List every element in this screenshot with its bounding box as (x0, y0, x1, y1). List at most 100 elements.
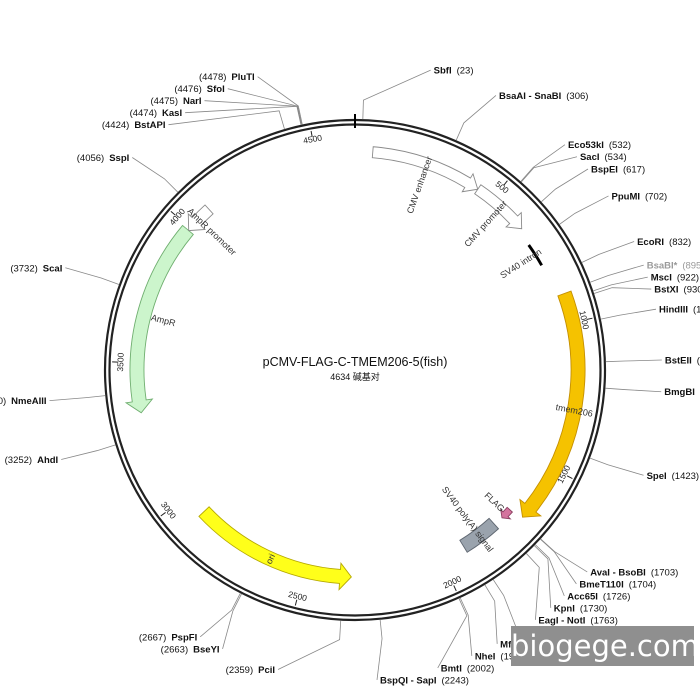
site-position: (4424) (102, 120, 129, 131)
site-leader-line (484, 584, 498, 644)
ruler-tick-label: 500 (494, 179, 512, 196)
site-name: EagI - NotI (538, 615, 585, 626)
site-position: (930) (684, 285, 700, 296)
site-position: (23) (457, 66, 474, 77)
ruler-tick (294, 599, 298, 606)
site-leader-line (605, 387, 662, 393)
site-pluti: (4478)PluTI (199, 72, 255, 83)
site-leader-line (526, 553, 540, 620)
site-name: PspFI (171, 632, 197, 643)
site-leader-line (277, 620, 342, 670)
site-bstapi: (4424)BstAPI (102, 120, 166, 131)
site-position: (306) (566, 91, 588, 102)
feature-cmv-promoter (474, 184, 523, 230)
site-leader-line (600, 308, 657, 320)
site-leader-line (204, 100, 302, 125)
ruler-tick (310, 130, 313, 137)
site-name: BsaAI - SnaBI (499, 91, 561, 102)
site-nmeaiii: (3400)NmeAIII (0, 396, 47, 407)
site-leader-line (437, 598, 468, 669)
site-position: (2002) (467, 663, 494, 674)
site-leader-line (492, 579, 519, 633)
site-nari: (4475) NarI (151, 96, 202, 107)
site-name: Acc65I (567, 591, 598, 602)
site-bmti: BmtI (2002) (441, 663, 495, 674)
site-kpni: KpnI(1730) (554, 603, 608, 614)
site-leader-line (185, 105, 302, 125)
site-name: BmgBI (664, 387, 695, 398)
site-leader-line (590, 264, 644, 283)
site-leader-line (168, 110, 285, 130)
site-name: BmtI (441, 663, 462, 674)
site-leader-line (257, 76, 303, 125)
site-scai: (3732) ScaI (10, 263, 62, 274)
site-leader-line (559, 195, 609, 225)
site-name: PciI (258, 665, 275, 676)
site-spei: SpeI(1423) (647, 471, 700, 482)
site-name: SfoI (207, 84, 225, 95)
site-name: BspQI - SapI (380, 675, 436, 686)
site-hindiii: HindIII(1008) (659, 305, 700, 316)
site-position: (3732) (10, 263, 37, 274)
site-name: BstXI (654, 285, 678, 296)
site-sbfi: SbfI(23) (434, 66, 474, 77)
site-name: BseYI (193, 644, 219, 655)
site-bmgbi: BmgBI(1212) (664, 387, 700, 398)
site-position: (2243) (441, 675, 468, 686)
feature-cmv-enhancer (371, 146, 479, 193)
site-leader-line (589, 457, 644, 476)
feature-label-ori: ori (264, 552, 277, 565)
site-leader-line (593, 276, 648, 292)
site-leader-line (540, 538, 588, 573)
feature-ori (198, 506, 352, 591)
ruler-tick (170, 211, 176, 216)
site-name: AhdI (37, 455, 58, 466)
site-position: (1008) (693, 305, 700, 316)
site-ecori: EcoRI(832) (637, 237, 691, 248)
site-name: MfeI (500, 639, 519, 650)
ruler-tick-label: 3000 (159, 500, 179, 521)
site-position: (4474) (130, 108, 157, 119)
site-name: NmeAIII (11, 396, 46, 407)
site-leader-line (199, 593, 241, 638)
site-bspqi-sapi: BspQI - SapI (2243) (380, 675, 469, 686)
site-ppumi: PpuMI(702) (612, 191, 668, 202)
site-pcii: (2359)PciI (226, 665, 275, 676)
ruler-tick (586, 317, 593, 320)
feature-label-cmv-promoter: CMV promoter (462, 199, 509, 249)
site-position: (1726) (603, 591, 630, 602)
site-sspi: (4056)SspI (77, 153, 130, 164)
ruler-tick-label: 4500 (302, 132, 323, 145)
site-avai-bsobi: AvaI - BsoBI(1703) (590, 567, 678, 578)
feature-label-ampr: AmpR (150, 312, 177, 328)
site-name: KasI (162, 108, 182, 119)
site-leader-line (535, 544, 565, 597)
site-name: BstEII (665, 356, 692, 367)
site-name: BmeT110I (579, 579, 623, 590)
site-bspei: BspEI(617) (591, 164, 645, 175)
site-name: PpuMI (612, 191, 641, 202)
site-leader-line (541, 168, 589, 203)
site-bsabi: BsaBI*(895) (647, 261, 700, 272)
site-pspfi: (2667)PspFI (139, 632, 197, 643)
site-bmet110i: BmeT110I(1704) (579, 579, 656, 590)
ruler-tick-label: 3500 (115, 352, 126, 372)
feature-tmem206 (519, 290, 586, 518)
site-name: ScaI (43, 263, 63, 274)
feature-ampr-promoter (187, 204, 214, 232)
feature-label-flag: FLAG (482, 490, 506, 513)
ruler-tick-label: 2500 (287, 589, 308, 603)
site-name: AvaI - BsoBI (590, 567, 646, 578)
plasmid-name: pCMV-FLAG-C-TMEM206-5(fish) (263, 355, 448, 369)
site-ahdi: (3252)AhdI (5, 455, 59, 466)
site-leader-line (49, 395, 106, 402)
site-name: NarI (183, 96, 201, 107)
site-position: (4478) (199, 72, 226, 83)
site-position: (2663) (161, 644, 188, 655)
site-name: NheI (475, 651, 496, 662)
site-position: (4475) (151, 96, 178, 107)
site-leader-line (132, 157, 179, 193)
site-eagi-noti: EagI - NotI(1763) (538, 615, 617, 626)
